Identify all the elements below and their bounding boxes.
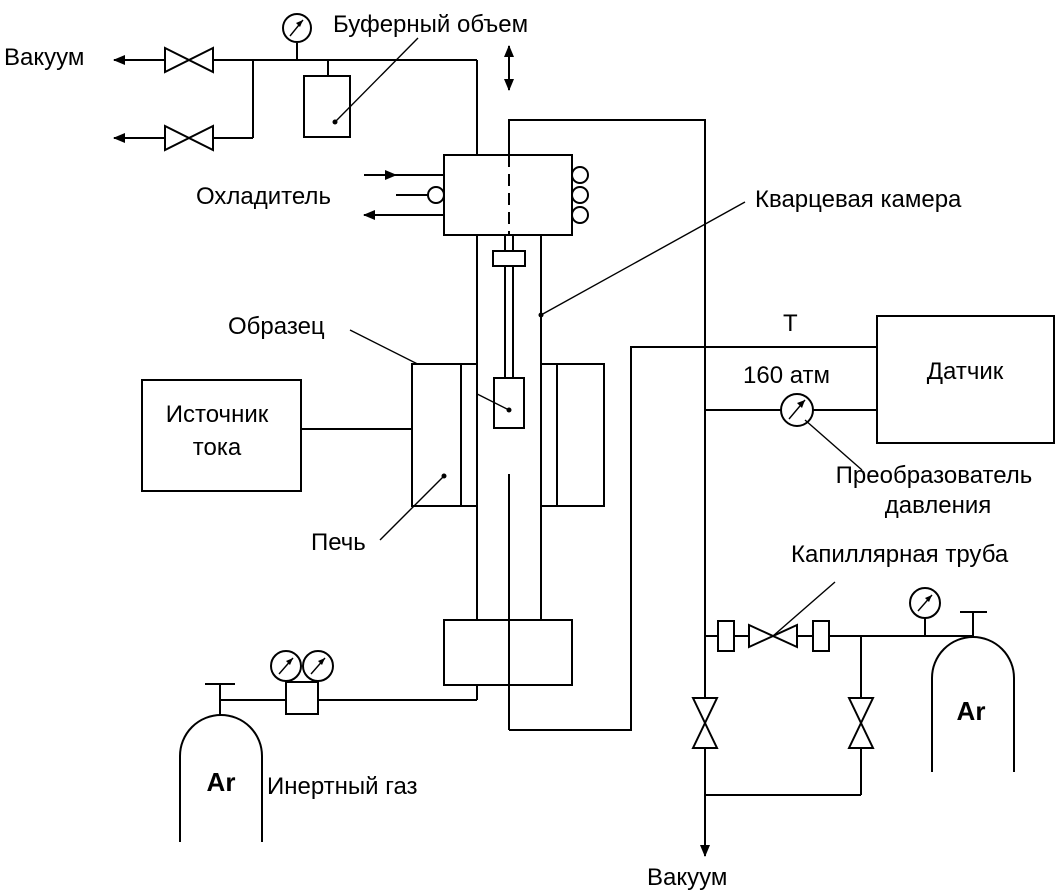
argon-left-label: Ar <box>207 767 236 797</box>
bottom-flange <box>443 619 573 730</box>
argon-cylinder-left <box>179 683 263 842</box>
quartz-chamber-pointer <box>538 201 746 318</box>
buffer-volume-vessel <box>303 37 419 138</box>
vacuum-bottom-label: Вакуум <box>647 864 727 891</box>
sensor-label: Датчик <box>927 358 1004 385</box>
gas-regulator <box>285 680 319 715</box>
transducer-label-line1: Преобразователь <box>836 462 1033 489</box>
coolant-label: Охладитель <box>196 183 331 210</box>
inert-gas-label: Инертный газ <box>267 773 418 800</box>
transducer-label-line2: давления <box>885 492 992 519</box>
current-source-label-line1: Источник <box>166 401 269 428</box>
current-source-label-line2: тока <box>193 434 242 461</box>
capillary-label: Капиллярная труба <box>791 541 1009 568</box>
sensor-box <box>876 315 1055 444</box>
furnace-label: Печь <box>311 529 366 556</box>
thermocouple-line <box>509 346 877 731</box>
vacuum-valve-top[interactable] <box>164 46 214 74</box>
top-vacuum-lines <box>113 55 478 155</box>
capillary-line <box>705 635 973 796</box>
return-loop-line <box>508 119 706 808</box>
pressure-gauge-right-icon <box>909 587 941 636</box>
pressure-value-label: 160 атм <box>743 362 830 389</box>
quartz-chamber-label: Кварцевая камера <box>755 186 962 213</box>
argon-cylinder-right <box>931 611 1015 772</box>
coolant-arrows <box>363 170 444 220</box>
cooling-head <box>443 154 573 236</box>
vacuum-valve-second[interactable] <box>164 124 214 152</box>
argon-right-label: Ar <box>957 696 986 726</box>
bypass-valve[interactable] <box>847 697 875 749</box>
pressure-gauge-top-icon <box>282 13 312 60</box>
current-source <box>141 379 412 492</box>
furnace <box>379 363 605 541</box>
cooling-coils <box>427 166 589 224</box>
regulator-gauge-right-icon <box>302 650 334 682</box>
sample-label: Образец <box>228 313 325 340</box>
sample-holder-rod <box>492 235 526 378</box>
capillary-valve[interactable] <box>748 581 836 649</box>
vacuum-top-label: Вакуум <box>4 44 84 71</box>
pressure-transducer-icon <box>780 393 863 471</box>
buffer-volume-label: Буферный объем <box>333 11 528 38</box>
thermocouple-label: T <box>783 310 798 337</box>
capillary-couplings <box>717 620 830 652</box>
regulator-gauge-left-icon <box>270 650 302 682</box>
vacuum-valve-bottom-left[interactable] <box>691 697 719 749</box>
